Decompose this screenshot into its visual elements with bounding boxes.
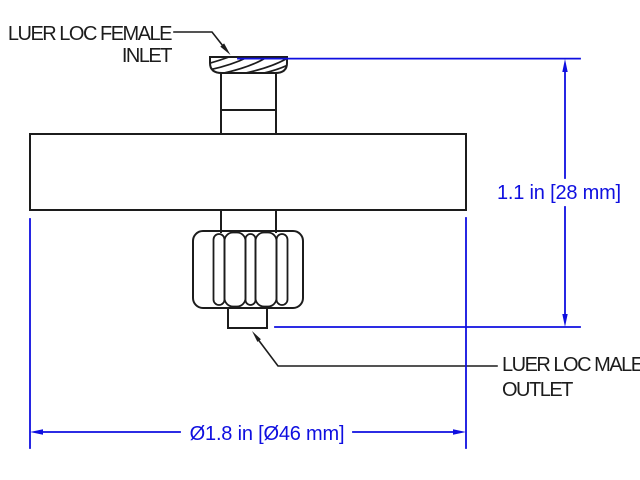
inlet-label-line2: INLET xyxy=(122,45,172,67)
male-outlet-tip xyxy=(227,307,268,329)
inlet-neck xyxy=(220,72,277,135)
outlet-label-line1: LUER LOC MALE xyxy=(502,354,640,376)
diameter-dimension-text: Ø1.8 in [Ø46 mm] xyxy=(190,423,345,445)
height-dimension-text: 1.1 in [28 mm] xyxy=(497,182,621,204)
inlet-label-line1: LUER LOC FEMALE xyxy=(8,23,172,45)
leader-arrowheads xyxy=(220,43,261,342)
height-dim-arrow-down-icon xyxy=(562,314,568,327)
luer-collar-ribs xyxy=(212,231,289,308)
outlet-neck xyxy=(220,209,277,233)
outlet-label-line2: OUTLET xyxy=(502,379,573,401)
inlet-leader-line xyxy=(173,31,225,48)
filter-body xyxy=(29,133,467,211)
outlet-leader-line xyxy=(257,338,498,367)
diameter-dim-arrow-left-icon xyxy=(30,429,43,435)
outlet-leader-arrowhead-icon xyxy=(252,331,261,342)
dimension-group xyxy=(29,57,581,449)
height-dim-arrow-up-icon xyxy=(562,59,568,72)
inlet-leader-arrowhead-icon xyxy=(220,43,231,55)
diameter-dim-arrow-right-icon xyxy=(453,429,466,435)
device-outline-group xyxy=(29,31,498,367)
dimension-arrowheads xyxy=(30,59,568,435)
